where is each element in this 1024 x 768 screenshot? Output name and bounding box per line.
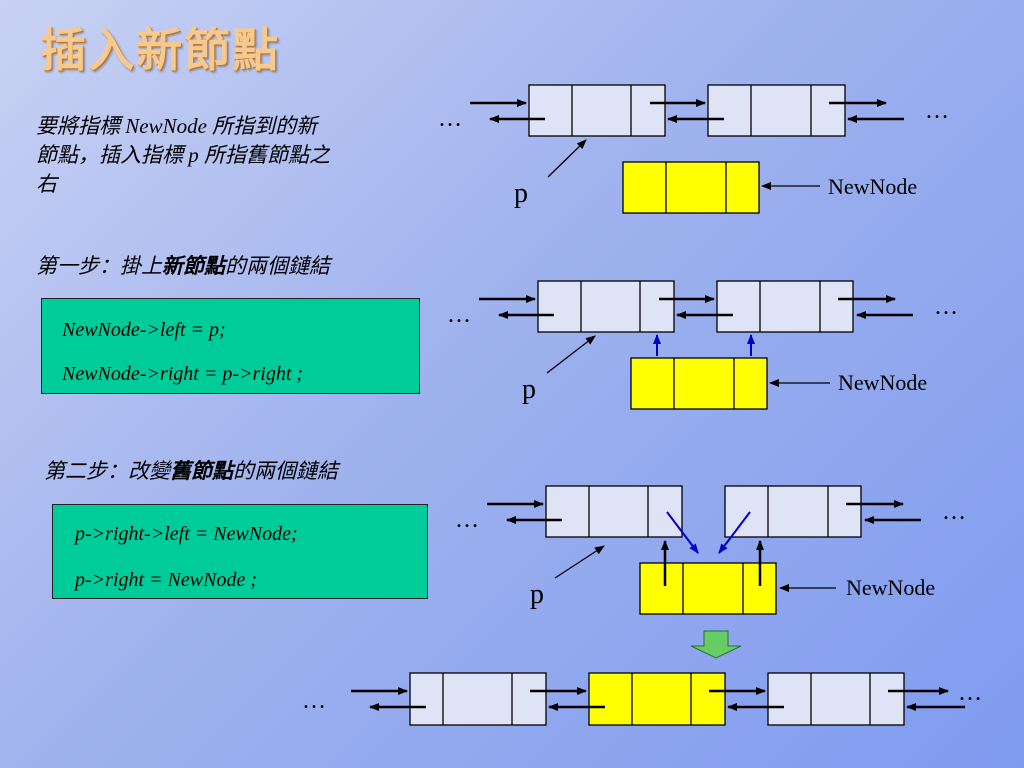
newnode-label: NewNode <box>838 370 927 395</box>
step1-bold: 新節點 <box>162 254 225 278</box>
list-node <box>545 485 683 538</box>
ellipsis-label: … <box>302 688 326 714</box>
link-arrows <box>487 500 921 586</box>
ellipsis-label: … <box>455 507 479 533</box>
new-node <box>630 357 768 410</box>
step2-heading: 第二步：改變舊節點的兩個鏈結 <box>44 455 338 485</box>
ellipsis-label: … <box>942 499 966 525</box>
code-line: NewNode->left = p; <box>62 319 226 341</box>
step1-suffix: 的兩個鏈結 <box>225 254 330 278</box>
list-node <box>716 280 854 333</box>
code-box-step1: NewNode->left = p; NewNode->right = p->r… <box>41 298 420 394</box>
diagram-3: … … p NewNode <box>455 485 966 615</box>
link-arrows <box>479 295 913 319</box>
list-node <box>409 672 547 726</box>
new-node <box>588 672 726 726</box>
ellipsis-label: … <box>447 302 471 328</box>
link-arrows <box>351 687 965 711</box>
code-line: p->right->left = NewNode; <box>75 523 298 545</box>
step2-suffix: 的兩個鏈結 <box>233 459 338 483</box>
p-label: p <box>522 374 536 405</box>
description-text: 要將指標 NewNode 所指到的新節點，插入指標 p 所指舊節點之右 <box>36 114 330 196</box>
diagram-1: … … p NewNode <box>438 84 949 214</box>
ellipsis-label: … <box>438 106 462 132</box>
page-title: 插入新節點 <box>40 23 280 77</box>
p-pointer-arrow <box>547 139 587 178</box>
newnode-label: NewNode <box>846 575 935 600</box>
p-pointer-arrow <box>554 545 605 579</box>
code-line: p->right = NewNode ; <box>75 569 257 591</box>
ellipsis-label: … <box>925 98 949 124</box>
step1-heading: 第一步：掛上新節點的兩個鏈結 <box>36 250 330 280</box>
list-node <box>724 485 862 538</box>
code-line: NewNode->right = p->right ; <box>62 363 304 385</box>
step2-prefix: 第二步：改變 <box>44 459 170 483</box>
ellipsis-label: … <box>934 294 958 320</box>
p-label: p <box>514 178 528 209</box>
diagram-2: … … p NewNode <box>447 280 958 410</box>
diagram-result: … … <box>302 672 982 726</box>
ellipsis-label: … <box>958 680 982 706</box>
code-box-step2: p->right->left = NewNode; p->right = New… <box>52 504 428 599</box>
changed-links <box>666 511 751 554</box>
link-arrows <box>470 99 904 123</box>
list-node <box>767 672 905 726</box>
new-node <box>639 562 777 615</box>
new-node <box>622 161 760 214</box>
step2-bold: 舊節點 <box>170 459 233 483</box>
p-pointer-arrow <box>546 335 596 374</box>
result-down-arrow <box>690 630 742 659</box>
newnode-label: NewNode <box>828 174 917 199</box>
list-node <box>707 84 846 137</box>
list-node <box>537 280 675 333</box>
step1-prefix: 第一步：掛上 <box>36 254 162 278</box>
p-label: p <box>530 579 544 610</box>
new-links <box>653 334 755 356</box>
list-node <box>528 84 666 137</box>
